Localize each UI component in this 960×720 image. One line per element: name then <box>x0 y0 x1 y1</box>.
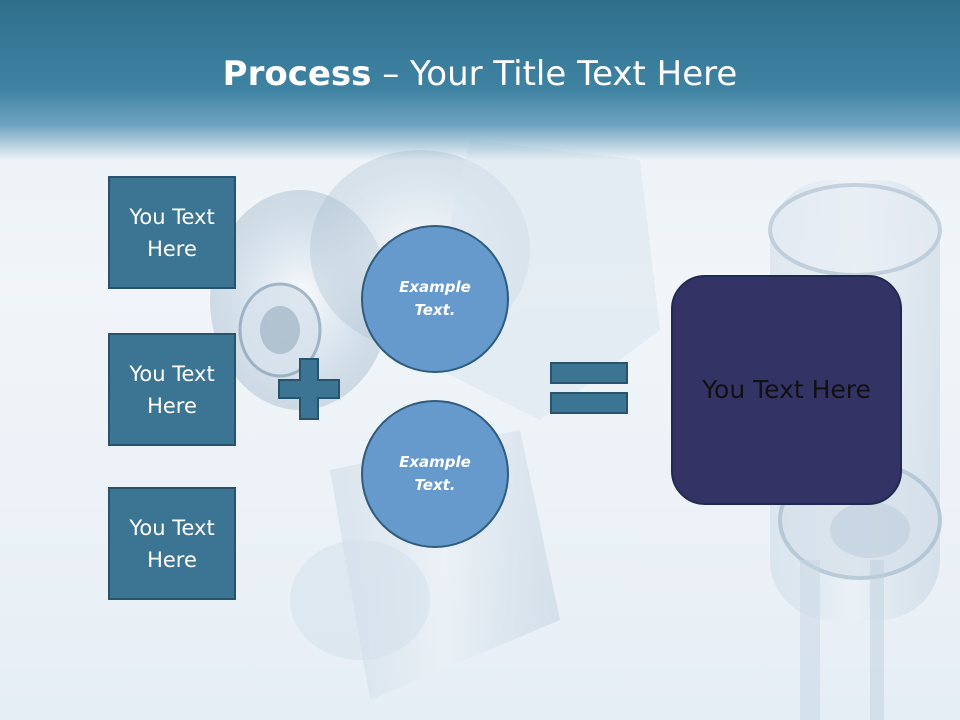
circle-label: Example Text. <box>399 453 471 494</box>
text-box-label: You Text Here <box>129 204 215 261</box>
slide-title: Process – Your Title Text Here <box>0 52 960 96</box>
text-box-3[interactable]: You Text Here <box>108 487 236 600</box>
result-box[interactable]: You Text Here <box>671 275 902 505</box>
text-box-2[interactable]: You Text Here <box>108 333 236 446</box>
text-box-1[interactable]: You Text Here <box>108 176 236 289</box>
title-rest: Your Title Text Here <box>410 54 738 94</box>
example-circle-1[interactable]: Example Text. <box>361 225 509 373</box>
title-bold-part: Process <box>222 54 372 94</box>
example-circle-2[interactable]: Example Text. <box>361 400 509 548</box>
equals-icon <box>550 362 628 414</box>
title-separator: – <box>371 54 411 94</box>
text-box-label: You Text Here <box>129 515 215 572</box>
result-label: You Text Here <box>702 375 871 404</box>
circle-label: Example Text. <box>399 278 471 319</box>
text-box-label: You Text Here <box>129 361 215 418</box>
title-band <box>0 0 960 160</box>
plus-icon <box>278 358 340 420</box>
